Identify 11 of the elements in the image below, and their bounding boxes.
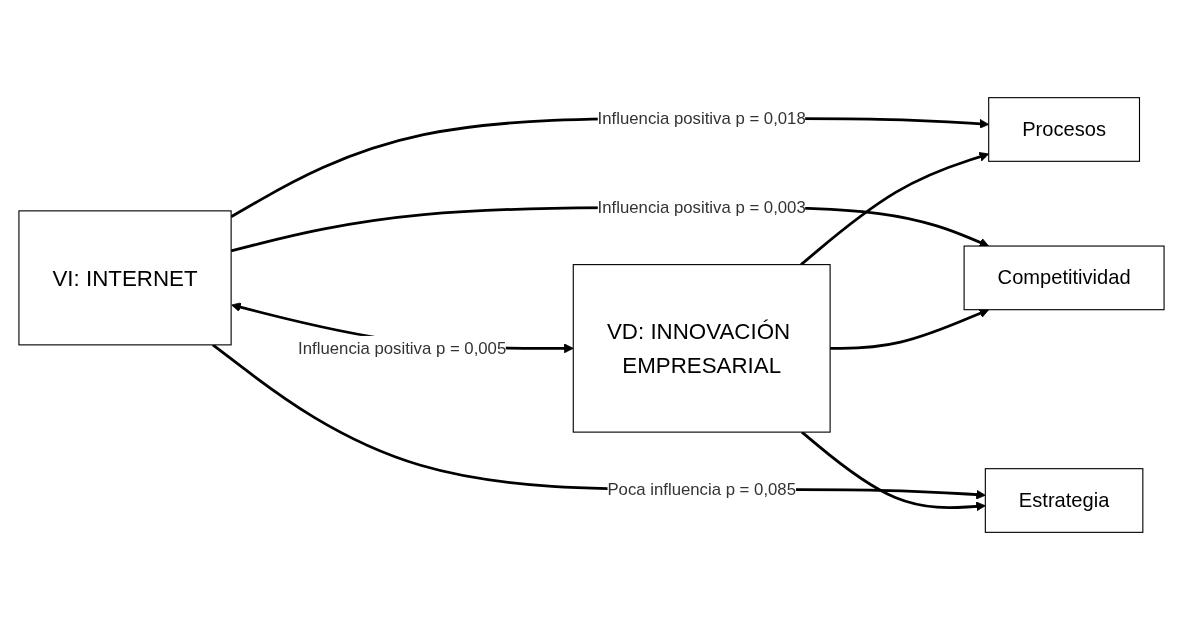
node-box: VD: INNOVACIÓN EMPRESARIAL — [572, 264, 831, 433]
arrow — [801, 431, 986, 512]
edge-label: Influencia positiva p = 0,005 — [298, 338, 507, 358]
node-box: Estrategia — [984, 468, 1144, 533]
node-box: VI: INTERNET — [18, 210, 232, 346]
edge-label: Influencia positiva p = 0,018 — [597, 107, 806, 127]
node-box: Procesos — [988, 97, 1141, 162]
edge-label: Influencia positiva p = 0,003 — [597, 197, 806, 217]
arrow — [830, 308, 990, 350]
edge-label: Poca influencia p = 0,085 — [607, 479, 796, 498]
node-box: Competitividad — [963, 245, 1165, 311]
